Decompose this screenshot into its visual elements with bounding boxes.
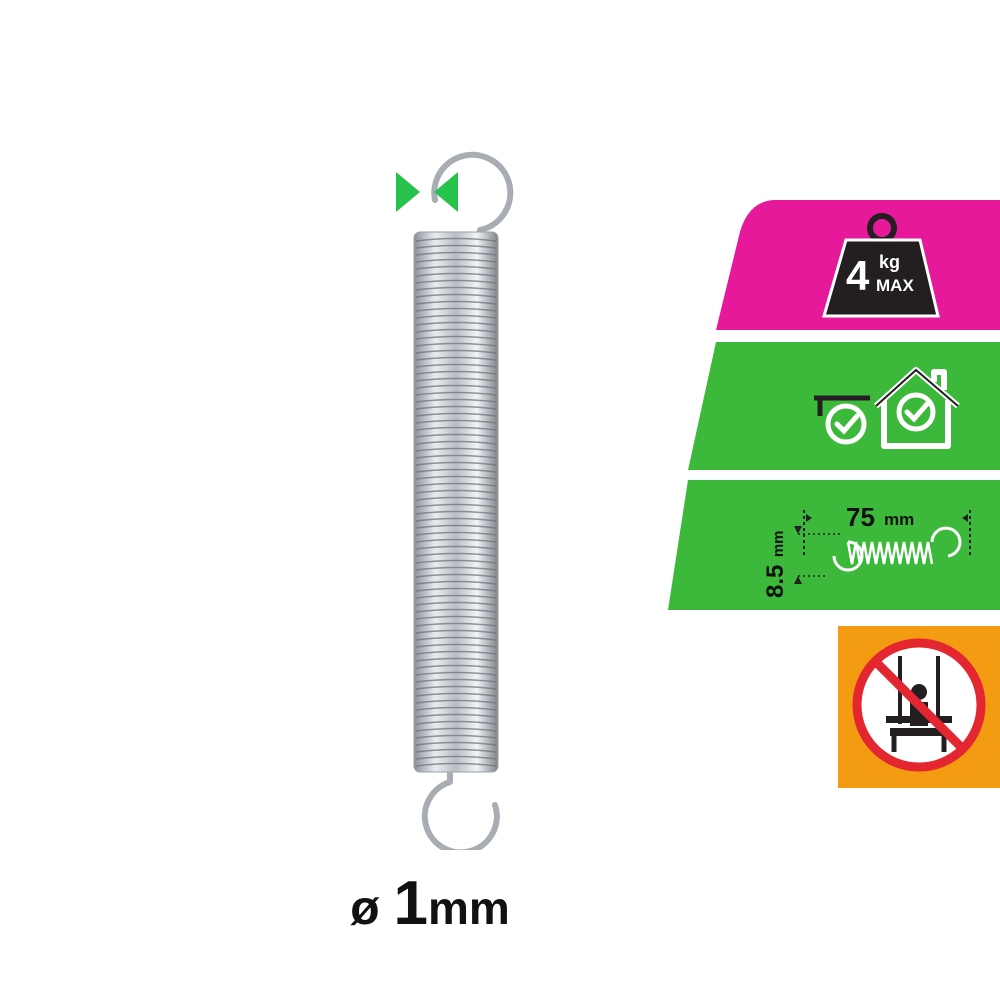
length-unit: mm [884, 510, 915, 529]
no-swing-icon [852, 638, 986, 772]
outer-diameter-unit: mm [770, 530, 787, 558]
diameter-symbol: ø [350, 882, 380, 935]
gap-indicator-icon [396, 172, 458, 212]
outer-diameter-value: 8.5 [762, 564, 789, 598]
weight-icon [822, 213, 940, 318]
spring-dimensions-icon [794, 510, 971, 584]
dimensions-badge: 75 mm 8.5 mm [668, 480, 1000, 610]
usage-badge [688, 342, 1000, 470]
warning-badge [838, 626, 1000, 788]
max-load-badge: 4 kg MAX [716, 200, 1000, 330]
wire-diameter-label: ø 1 mm [300, 868, 560, 948]
diameter-unit: mm [428, 882, 510, 934]
length-value: 75 [846, 502, 875, 532]
diameter-dimension-label: 8.5 mm [762, 530, 790, 598]
max-load-label: MAX [876, 276, 914, 295]
indoor-outdoor-check-icon [814, 367, 960, 449]
diameter-value: 1 [393, 869, 428, 938]
max-load-unit: kg [879, 252, 901, 272]
dimensions-panel-bg [668, 480, 1000, 610]
max-load-value: 4 [846, 252, 870, 299]
spring-image [413, 151, 514, 850]
